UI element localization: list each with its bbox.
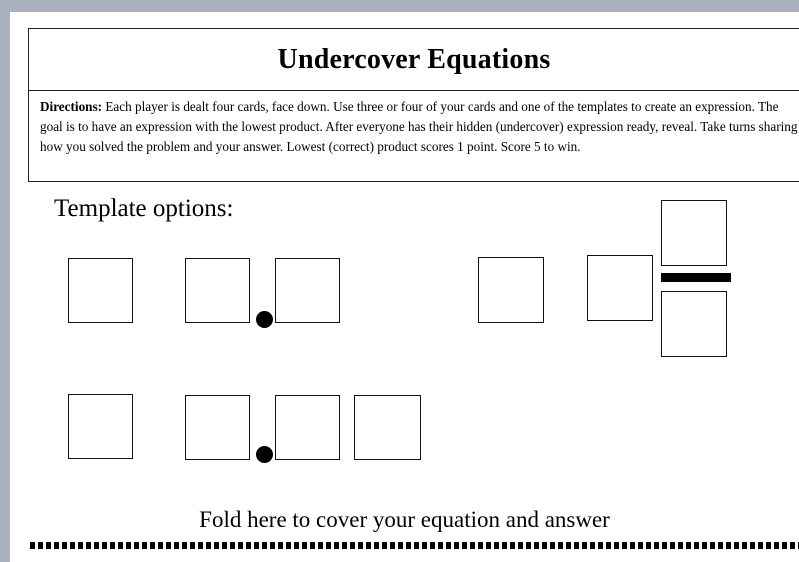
card-slot-multiplier: [478, 257, 544, 323]
card-slot-hundredths: [354, 395, 421, 460]
card-slot-whole: [587, 255, 653, 321]
directions-label: Directions:: [40, 99, 103, 114]
template-options-heading: Template options:: [54, 195, 234, 222]
title-box: Undercover Equations: [28, 28, 799, 91]
card-slot-ones: [185, 258, 250, 323]
fraction-bar: [661, 273, 731, 282]
card-slot-numerator: [661, 200, 727, 266]
card-slot-tenths: [275, 395, 340, 460]
card-slot-multiplier: [68, 258, 133, 323]
directions-text: Each player is dealt four cards, face do…: [40, 99, 798, 154]
card-slot-multiplier: [68, 394, 133, 459]
fold-line: [30, 542, 799, 549]
card-slot-denominator: [661, 291, 727, 357]
card-slot-tenths: [275, 258, 340, 323]
directions-box: Directions: Each player is dealt four ca…: [28, 91, 799, 182]
worksheet-page: Undercover Equations Directions: Each pl…: [10, 12, 799, 562]
worksheet-title: Undercover Equations: [277, 43, 551, 75]
card-slot-ones: [185, 395, 250, 460]
decimal-point: [256, 311, 273, 328]
fold-instruction: Fold here to cover your equation and ans…: [199, 507, 610, 532]
decimal-point: [256, 446, 273, 463]
